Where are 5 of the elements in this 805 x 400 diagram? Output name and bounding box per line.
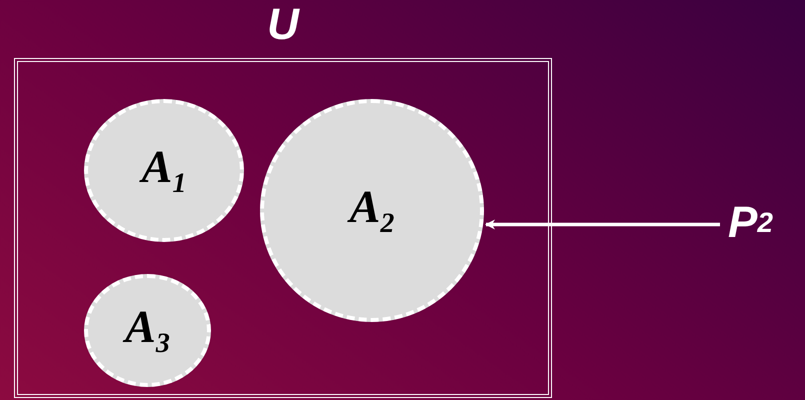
set-label: A$_{2}$ [350, 180, 394, 241]
set-label: A$_{3}$ [125, 300, 170, 361]
set-label: A$_{1}$ [142, 140, 186, 201]
set-label: U [266, 0, 301, 50]
arrow [485, 220, 720, 230]
